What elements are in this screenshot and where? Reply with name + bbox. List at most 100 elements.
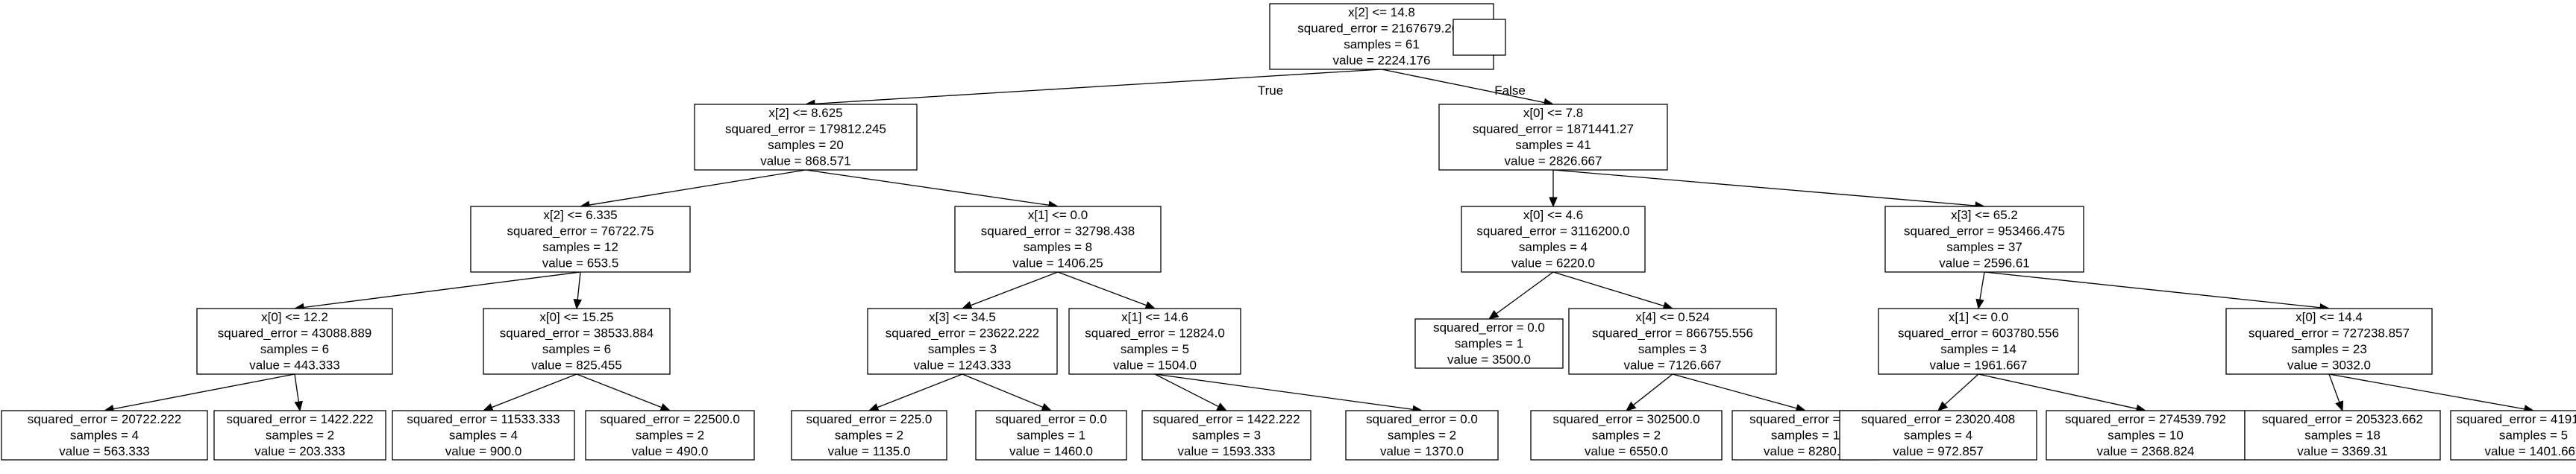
edge-arrowhead <box>1144 301 1156 309</box>
node-text-line: samples = 4 <box>70 428 139 442</box>
node-text-line: value = 443.333 <box>249 358 339 373</box>
edge-line <box>1672 373 1797 409</box>
tree-edge-n7-n16 <box>294 373 303 412</box>
edge-line <box>2328 373 2340 402</box>
node-text-line: value = 2368.824 <box>2097 444 2195 458</box>
tree-edge-n1-n3 <box>579 169 806 209</box>
edge-arrowhead <box>1549 197 1558 208</box>
node-text-line: samples = 5 <box>2499 428 2568 442</box>
node-text-line: samples = 2 <box>636 428 704 442</box>
node-text-line: squared_error = 43088.889 <box>218 326 372 341</box>
node-box <box>2450 410 2576 461</box>
node-text-line: squared_error = 20722.222 <box>28 412 182 426</box>
node-text-line: x[0] <= 12.2 <box>261 310 328 324</box>
node-text-line: squared_error = 179812.245 <box>725 122 886 136</box>
node-box <box>867 308 1058 375</box>
edge-line <box>294 373 299 402</box>
node-box <box>1068 308 1241 375</box>
tree-edge-n13-n25 <box>1937 373 1979 411</box>
tree-edge-n13-n26 <box>1978 373 2147 413</box>
node-text-line: x[2] <= 6.335 <box>543 208 617 222</box>
tree-edge-n4-n10 <box>1057 271 1156 309</box>
node-text-line: squared_error = 1871441.27 <box>1473 122 1634 136</box>
node-text-line: samples = 2 <box>1388 428 1456 442</box>
edge-label: False <box>1494 83 1526 98</box>
node-text-line: squared_error = 0.0 <box>995 412 1107 426</box>
edge-line <box>1984 271 2321 309</box>
node-text-line: samples = 61 <box>1344 37 1420 51</box>
edge-line <box>1979 271 1985 300</box>
node-text-line: value = 8280.0 <box>1764 444 1847 458</box>
edge-arrowhead <box>1975 298 1984 310</box>
edge-line <box>589 169 806 206</box>
node-text-line: squared_error = 3116200.0 <box>1476 224 1629 238</box>
tree-edge-n4-n9 <box>961 271 1059 309</box>
node-box <box>2244 410 2441 461</box>
edge-line <box>2328 373 2525 410</box>
node-text-line: samples = 2 <box>266 428 334 442</box>
edge-line <box>303 271 581 309</box>
edge-arrowhead <box>1488 309 1499 320</box>
tree-edge-n9-n20 <box>962 373 1053 411</box>
node-box <box>1878 308 2079 375</box>
tree-edge-n0-n1: True <box>804 69 1382 108</box>
node-text-line: samples = 2 <box>835 428 903 442</box>
node-text-line: value = 1243.333 <box>914 358 1012 373</box>
node-text-line: squared_error = 11533.333 <box>407 412 560 426</box>
edge-arrowhead <box>573 298 582 310</box>
node-box <box>1461 206 1646 273</box>
edge-line <box>805 169 1050 206</box>
node-text-line: x[2] <= 14.8 <box>1348 5 1415 19</box>
tree-edge-n7-n15 <box>103 373 295 414</box>
node-text-line: squared_error = 76722.75 <box>507 224 654 238</box>
edge-arrowhead <box>1625 401 1637 411</box>
node-text-line: value = 1401.667 <box>2485 444 2576 458</box>
node-text-line: squared_error = 866755.556 <box>1592 326 1753 341</box>
edge-line <box>877 373 963 408</box>
node-text-line: value = 2224.176 <box>1333 54 1431 68</box>
node-box <box>392 410 575 461</box>
node-box <box>1568 308 1777 375</box>
node-text-line: samples = 6 <box>260 342 329 356</box>
node-box <box>585 410 755 461</box>
node-box <box>196 308 393 375</box>
node-text-line: squared_error = 274539.792 <box>2065 412 2226 426</box>
node-text-line: squared_error = 302500.0 <box>1552 412 1699 426</box>
node-text-line: samples = 1 <box>1017 428 1085 442</box>
node-text-line: squared_error = 205323.662 <box>2262 412 2423 426</box>
node-text-line: samples = 41 <box>1515 138 1591 152</box>
tree-edge-n1-n4 <box>805 169 1059 209</box>
node-text-line: x[0] <= 7.8 <box>1523 106 1583 120</box>
edge-line <box>814 69 1382 104</box>
node-text-line: value = 3369.31 <box>2297 444 2387 458</box>
node-text-line: samples = 5 <box>1121 342 1189 356</box>
node-text-line: x[1] <= 14.6 <box>1121 310 1188 324</box>
edge-line <box>1496 271 1554 315</box>
edge-line <box>1057 271 1147 306</box>
node-text-line: squared_error = 22500.0 <box>600 412 740 426</box>
node-text-line: value = 563.333 <box>59 444 149 458</box>
node-box <box>470 206 691 273</box>
node-text-line: value = 900.0 <box>445 444 522 458</box>
node-text-line: value = 653.5 <box>542 256 619 271</box>
node-box <box>975 410 1127 461</box>
node-text-line: samples = 23 <box>2291 342 2367 356</box>
node-text-line: x[0] <= 14.4 <box>2295 310 2363 324</box>
node-text-line: squared_error = 727238.857 <box>2248 326 2410 341</box>
tree-edge-n12-n24 <box>1672 373 1807 413</box>
tree-node-n15: squared_error = 20722.222 samples = 4 valu… <box>1 410 208 461</box>
edge-arrowhead <box>2335 400 2344 412</box>
node-text-line: value = 2596.61 <box>1939 256 2029 271</box>
node-text-line: x[0] <= 4.6 <box>1523 208 1583 222</box>
